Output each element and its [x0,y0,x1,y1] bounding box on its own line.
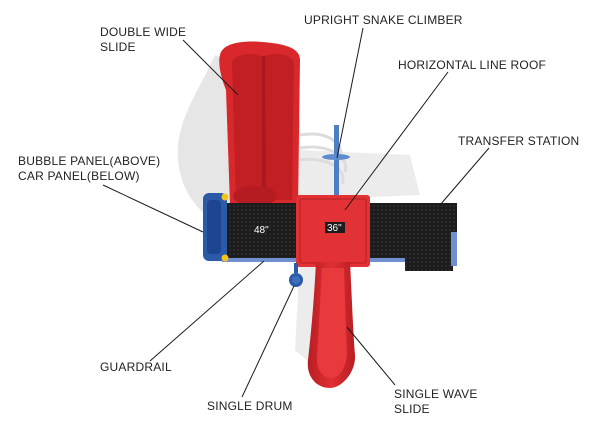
transfer-station [405,203,457,271]
leader-bubble-car-panel [102,184,204,233]
leader-guardrail [149,260,265,362]
callout-horizontal-line-roof: HORIZONTAL LINE ROOF [398,58,547,72]
left-deck-label: 48" [254,225,269,236]
callout-upright-snake-climber: UPRIGHT SNAKE CLIMBER [304,13,463,27]
leader-upright-snake-climber [336,27,364,159]
leader-horizontal-line-roof [344,71,449,211]
leader-single-drum [241,285,295,398]
double-wide-slide [219,41,300,206]
leader-lines [102,27,490,398]
leader-transfer-station [439,147,490,206]
callout-transfer-station: TRANSFER STATION [458,134,580,148]
callout-bubble-car-panel: BUBBLE PANEL(ABOVE) CAR PANEL(BELOW) [18,154,161,183]
horizontal-line-roof: 36" [296,195,370,267]
callout-single-drum: SINGLE DRUM [207,399,293,413]
callout-double-wide-slide: DOUBLE WIDE SLIDE [100,25,187,54]
leader-single-wave-slide [346,326,396,386]
single-drum [289,263,303,287]
callout-guardrail: GUARDRAIL [100,360,172,374]
snake-climber [322,125,350,195]
left-deck: 48" [228,208,294,256]
single-wave-slide [307,262,356,388]
bubble-car-panel [203,193,229,262]
center-deck-label: 36" [327,223,342,234]
callout-single-wave-slide: SINGLE WAVE SLIDE [394,387,478,416]
leader-double-wide-slide [182,39,239,96]
